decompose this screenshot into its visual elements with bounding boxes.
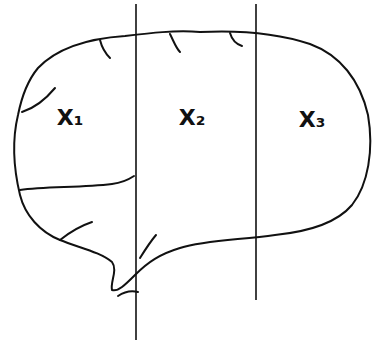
- region-label: X₃: [299, 109, 326, 131]
- region-label: X₁: [57, 107, 84, 129]
- region-label: X₂: [179, 107, 206, 129]
